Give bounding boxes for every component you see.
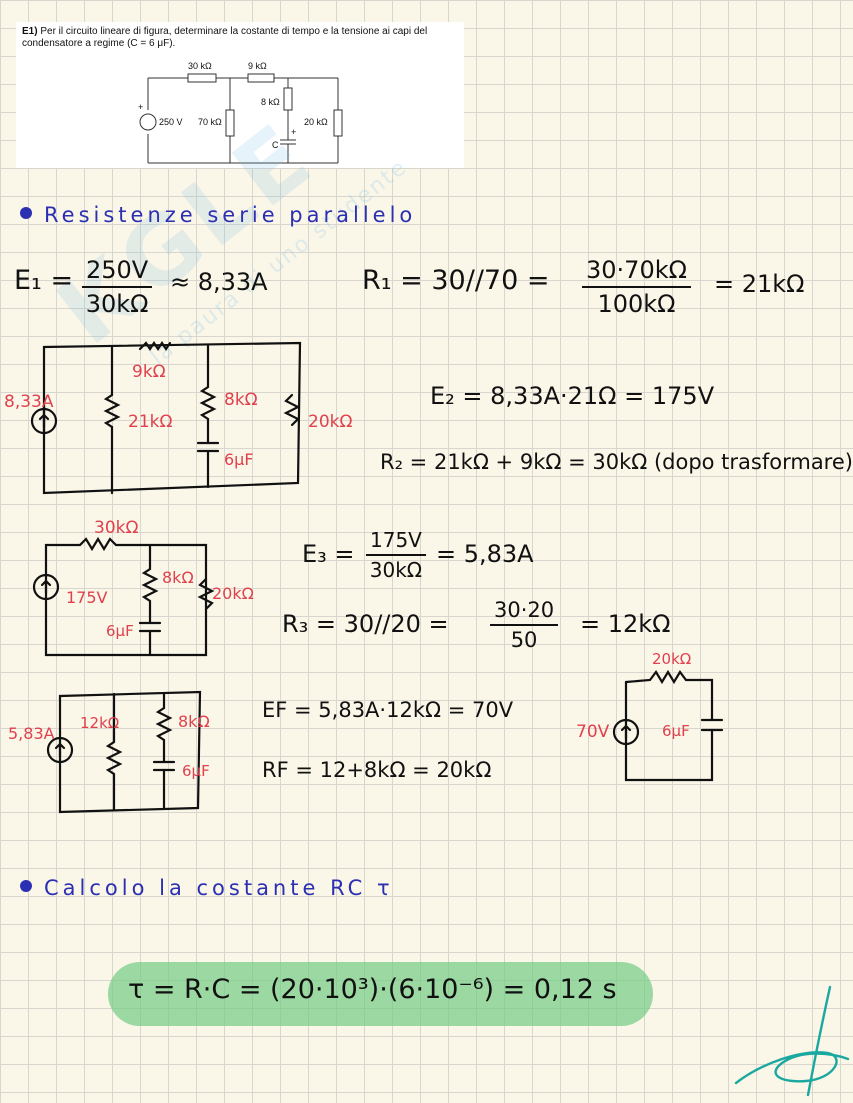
- problem-box: E1) Per il circuito lineare di figura, d…: [16, 22, 464, 168]
- section-title-2: Calcolo la costante RC τ: [44, 876, 394, 900]
- e1-num: 250V: [82, 256, 153, 288]
- signature: [734, 985, 850, 1097]
- e3-fraction: 175V 30kΩ: [366, 528, 426, 582]
- bullet-dot-2: [20, 880, 32, 892]
- e1-den: 30kΩ: [85, 290, 149, 318]
- bullet-dot: [20, 207, 32, 219]
- c2-r8: 8kΩ: [162, 568, 194, 587]
- r3-result: = 12kΩ: [580, 610, 671, 638]
- c2-cap: 6μF: [106, 622, 134, 640]
- c3-r8: 8kΩ: [178, 712, 210, 731]
- c2-r20: 20kΩ: [212, 584, 254, 603]
- problem-circuit: 30 kΩ 9 kΩ 8 kΩ 70 kΩ 20 kΩ 250 V + + C: [138, 61, 343, 164]
- e2-equation: E₂ = 8,33A·21Ω = 175V: [430, 382, 715, 410]
- r1-result: = 21kΩ: [714, 270, 805, 298]
- r3-lhs: R₃ = 30//20 =: [282, 610, 449, 638]
- circuit-4: [612, 669, 724, 782]
- ef-equation: EF = 5,83A·12kΩ = 70V: [262, 698, 514, 722]
- label-r20: 20 kΩ: [304, 117, 328, 127]
- e1-result: ≈ 8,33A: [170, 268, 268, 296]
- e3-result: = 5,83A: [436, 540, 534, 568]
- c4-source: 70V: [576, 722, 610, 742]
- label-cap: C: [272, 140, 279, 150]
- label-r8: 8 kΩ: [261, 97, 280, 107]
- formula-highlight: [108, 962, 653, 1026]
- problem-statement: Per il circuito lineare di figura, deter…: [22, 26, 428, 49]
- source-plus: +: [138, 102, 143, 112]
- e3-lhs: E₃ =: [302, 540, 355, 568]
- r3-den: 50: [510, 628, 538, 652]
- final-formula: τ = R·C = (20·10³)·(6·10⁻⁶) = 0,12 s: [128, 974, 617, 1005]
- c4-cap: 6μF: [662, 722, 690, 740]
- r1-den: 100kΩ: [597, 290, 676, 318]
- r1-fraction: 30·70kΩ 100kΩ: [582, 256, 691, 318]
- c2-source: 175V: [66, 588, 108, 607]
- e3-num: 175V: [366, 528, 426, 556]
- c3-r12: 12kΩ: [80, 714, 120, 732]
- e1-fraction: 250V 30kΩ: [82, 256, 153, 318]
- e3-den: 30kΩ: [369, 558, 423, 582]
- section-header-2: Calcolo la costante RC τ: [20, 876, 394, 900]
- c3-cap: 6μF: [182, 762, 210, 780]
- c1-r9: 9kΩ: [132, 362, 166, 382]
- circuit-2: [32, 536, 215, 657]
- cap-plus: +: [291, 127, 296, 137]
- label-r70: 70 kΩ: [198, 117, 222, 127]
- c1-cap: 6μF: [224, 450, 254, 469]
- r3-num: 30·20: [490, 598, 559, 626]
- c1-r8: 8kΩ: [224, 390, 258, 410]
- c1-current: 8,33A: [4, 392, 54, 412]
- problem-text: E1) Per il circuito lineare di figura, d…: [22, 26, 462, 50]
- circuit-3: [46, 690, 202, 814]
- c4-r20: 20kΩ: [652, 650, 692, 668]
- label-r30: 30 kΩ: [188, 61, 212, 71]
- label-r9: 9 kΩ: [248, 61, 267, 71]
- r2-equation: R₂ = 21kΩ + 9kΩ = 30kΩ (dopo trasformare…: [380, 450, 853, 474]
- r3-fraction: 30·20 50: [490, 598, 559, 652]
- circuit-1: [30, 341, 302, 495]
- label-source: 250 V: [159, 117, 183, 127]
- section-title-1: Resistenze serie parallelo: [44, 203, 417, 227]
- rf-equation: RF = 12+8kΩ = 20kΩ: [262, 758, 492, 782]
- c3-current: 5,83A: [8, 724, 55, 743]
- r1-num: 30·70kΩ: [582, 256, 691, 288]
- problem-label: E1): [22, 26, 38, 37]
- section-header-1: Resistenze serie parallelo: [20, 203, 416, 227]
- c1-r21: 21kΩ: [128, 412, 173, 432]
- c2-r30: 30kΩ: [94, 518, 139, 538]
- r1-lhs: R₁ = 30//70 =: [362, 265, 550, 296]
- c1-r20: 20kΩ: [308, 412, 353, 432]
- e1-lhs: E₁ =: [14, 265, 74, 296]
